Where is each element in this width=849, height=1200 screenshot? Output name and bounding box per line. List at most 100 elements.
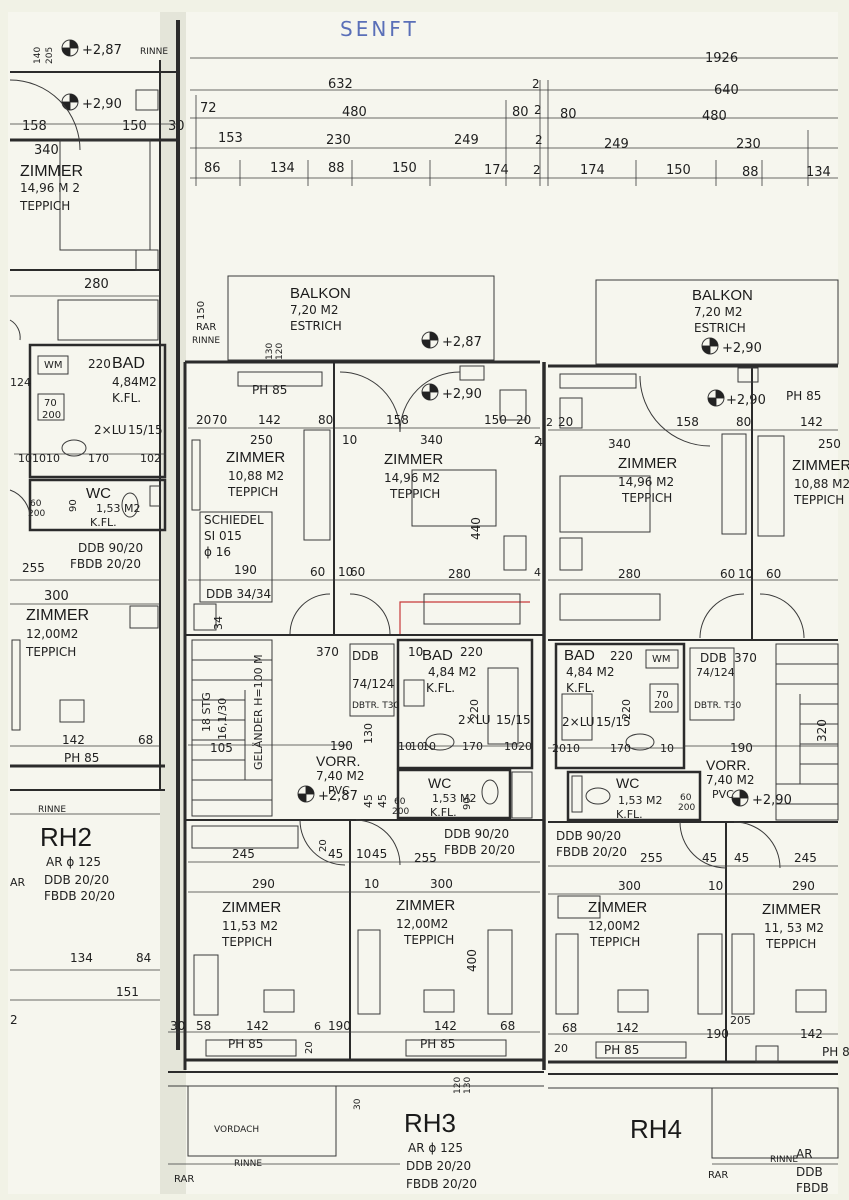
fold-shadow	[160, 12, 186, 1194]
svg-text:134: 134	[70, 951, 93, 965]
rh3-vordach: VORDACH	[214, 1125, 259, 1135]
rh3-dbtr: DBTR. T30	[352, 701, 399, 711]
svg-text:+2,90: +2,90	[82, 97, 122, 112]
zimmer-low-left-floor: TEPPICH	[25, 645, 76, 659]
dim-174a: 174	[484, 163, 509, 178]
rh4-ddb3: DDB	[796, 1165, 823, 1179]
dim-230a: 230	[326, 133, 351, 148]
svg-text:440: 440	[469, 517, 483, 540]
svg-text:220: 220	[610, 649, 633, 663]
svg-text:10: 10	[32, 452, 46, 465]
svg-text:280: 280	[448, 567, 471, 581]
dim-2b: 2	[534, 103, 542, 117]
rh3-schiedel-dia: ϕ 16	[204, 545, 231, 559]
rh4-fbdb2: FBDB 20/20	[556, 845, 627, 859]
rh3-stair-rail: GELÄNDER H=100 M	[252, 654, 265, 770]
dim-80b: 80	[560, 107, 577, 122]
dim-86: 86	[204, 161, 221, 176]
svg-text:320: 320	[815, 719, 829, 742]
zimmer-top-left-name: ZIMMER	[20, 163, 83, 180]
svg-text:10: 10	[738, 567, 753, 581]
svg-text:+2,90: +2,90	[442, 387, 482, 402]
level-marker-2: +2,90	[61, 93, 122, 112]
dim-640: 640	[714, 83, 739, 98]
dim-632: 632	[328, 77, 353, 92]
rh3-zimmer-a-area: 10,88 M2	[228, 469, 284, 483]
dim-80a: 80	[512, 105, 529, 120]
svg-text:142: 142	[246, 1019, 269, 1033]
svg-text:120: 120	[275, 343, 285, 360]
rh3-ar: AR ϕ 125	[408, 1141, 463, 1155]
rh3-balkon-area: 7,20 M2	[290, 303, 339, 317]
svg-text:158: 158	[676, 415, 699, 429]
dim-150b: 150	[666, 163, 691, 178]
dim-280-left: 280	[84, 277, 109, 292]
svg-text:70: 70	[656, 690, 669, 701]
svg-text:142: 142	[434, 1019, 457, 1033]
svg-text:10: 10	[504, 740, 518, 753]
rh3-zimmer-b-floor: TEPPICH	[389, 487, 440, 501]
dim-1926: 1926	[705, 51, 738, 66]
rh4-wc-floor: K.FL.	[616, 808, 643, 821]
svg-text:2: 2	[534, 434, 541, 447]
paper-sheet	[8, 12, 838, 1194]
rh4-ph-top: PH 85	[786, 389, 821, 403]
rh3-bad-area: 4,84 M2	[428, 665, 477, 679]
svg-text:80: 80	[736, 415, 751, 429]
rh4-fbdb3: FBDB	[796, 1181, 829, 1195]
rh3-ddb2: DDB 20/20	[406, 1159, 471, 1173]
svg-text:45: 45	[734, 851, 749, 865]
svg-text:PH 85: PH 85	[604, 1043, 639, 1057]
svg-text:10: 10	[566, 742, 580, 755]
svg-text:370: 370	[316, 645, 339, 659]
svg-text:2×LU: 2×LU	[94, 423, 127, 437]
rh3-wc-area: 1,53 M2	[432, 792, 476, 805]
svg-text:151: 151	[116, 985, 139, 999]
dim-480a: 480	[342, 105, 367, 120]
svg-text:10: 10	[46, 452, 60, 465]
rh4-zimmer-c-floor: TEPPICH	[589, 935, 640, 949]
svg-text:10: 10	[408, 645, 423, 659]
rh3-ddb-bad-val: 74/124	[352, 677, 394, 691]
rh4-bad-floor: K.FL.	[566, 681, 595, 695]
svg-text:190: 190	[330, 739, 353, 753]
svg-text:+2,90: +2,90	[726, 393, 766, 408]
dim-249b: 249	[604, 137, 629, 152]
rinne-label-top: RINNE	[140, 47, 168, 57]
rh3-zimmer-c-floor: TEPPICH	[221, 935, 272, 949]
rh4-zimmer-c-area: 12,00M2	[588, 919, 640, 933]
svg-text:190: 190	[328, 1019, 351, 1033]
rh3-vorr-area: 7,40 M2	[316, 769, 365, 783]
dim-2c: 2	[535, 133, 543, 147]
bad-left-area: 4,84M2	[112, 375, 157, 389]
svg-text:10: 10	[398, 740, 412, 753]
svg-text:6: 6	[314, 1020, 321, 1033]
svg-text:PH 85: PH 85	[420, 1037, 455, 1051]
rh2-ar2: AR	[10, 876, 26, 889]
rh4-ddb-bad: DDB	[700, 651, 727, 665]
svg-text:10: 10	[342, 433, 357, 447]
svg-text:220: 220	[468, 699, 481, 720]
rh3-ddb-bad: DDB	[352, 649, 379, 663]
svg-text:190: 190	[706, 1027, 729, 1041]
dim-140: 140	[33, 47, 43, 64]
svg-text:15/15: 15/15	[496, 713, 531, 727]
rh3-stair-ratio: 16,1/30	[216, 698, 229, 740]
svg-text:68: 68	[138, 733, 153, 747]
svg-text:20: 20	[552, 742, 566, 755]
rh4-zimmer-d-floor: TEPPICH	[765, 937, 816, 951]
svg-text:300: 300	[44, 589, 69, 604]
rh3-vorr-floor: PVC	[328, 784, 350, 797]
rh4-zimmer-c-name: ZIMMER	[588, 899, 647, 916]
svg-text:290: 290	[252, 877, 275, 891]
level-marker-1: +2,87	[61, 39, 122, 58]
rh3-zimmer-a-name: ZIMMER	[226, 449, 285, 466]
rh3-wc-floor: K.FL.	[430, 806, 457, 819]
svg-text:400: 400	[465, 949, 479, 972]
rh3-level-3: +2,87	[297, 785, 358, 804]
svg-text:142: 142	[616, 1021, 639, 1035]
svg-text:PH 85: PH 85	[228, 1037, 263, 1051]
svg-text:142: 142	[800, 1027, 823, 1041]
svg-text:60: 60	[350, 565, 365, 579]
rh4-rar: RAR	[708, 1170, 728, 1181]
